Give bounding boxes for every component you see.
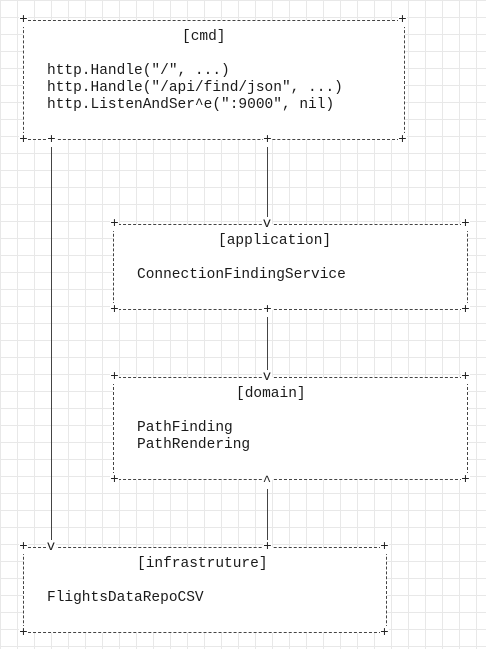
corner-marker: + [398, 12, 407, 28]
corner-marker: + [461, 472, 470, 488]
corner-marker: + [380, 625, 389, 641]
domain-box: [domain] PathFinding PathRendering [113, 377, 468, 480]
corner-marker: + [19, 625, 28, 641]
application-box: [application] ConnectionFindingService [113, 224, 468, 310]
corner-marker: + [263, 132, 272, 148]
domain-line-pathrendering: PathRendering [137, 437, 251, 453]
connector-application-to-domain [267, 310, 268, 377]
connector-cmd-to-application [267, 140, 268, 224]
corner-marker: + [19, 539, 28, 555]
arrow-up-icon: ^ [262, 474, 272, 490]
infrastructure-line-repo: FlightsDataRepoCSV [47, 590, 204, 606]
corner-marker: + [461, 302, 470, 318]
corner-marker: + [263, 302, 272, 318]
corner-marker: + [461, 216, 470, 232]
cmd-title: [cmd] [182, 29, 226, 45]
corner-marker: + [110, 302, 119, 318]
connector-infrastructure-to-domain [267, 480, 268, 546]
infrastructure-title: [infrastruture] [137, 556, 268, 572]
corner-marker: + [380, 539, 389, 555]
corner-marker: + [263, 539, 272, 555]
connector-cmd-to-infrastructure [51, 140, 52, 545]
cmd-line-handle-api: http.Handle("/api/find/json", ...) [47, 80, 343, 96]
infrastructure-box: [infrastruture] FlightsDataRepoCSV [23, 547, 387, 633]
corner-marker: + [110, 216, 119, 232]
domain-title: [domain] [236, 386, 306, 402]
arrow-down-icon: v [262, 216, 272, 232]
arrow-down-icon: v [262, 369, 272, 385]
arrow-down-icon: v [46, 539, 56, 555]
corner-marker: + [110, 472, 119, 488]
cmd-line-handle-root: http.Handle("/", ...) [47, 63, 230, 79]
application-title: [application] [218, 233, 332, 249]
application-line-service: ConnectionFindingService [137, 267, 346, 283]
domain-line-pathfinding: PathFinding [137, 420, 233, 436]
cmd-box: [cmd] http.Handle("/", ...) http.Handle(… [23, 20, 405, 140]
corner-marker: + [47, 132, 56, 148]
cmd-line-listen: http.ListenAndSer^e(":9000", nil) [47, 97, 335, 113]
corner-marker: + [19, 12, 28, 28]
corner-marker: + [110, 369, 119, 385]
corner-marker: + [398, 132, 407, 148]
corner-marker: + [19, 132, 28, 148]
corner-marker: + [461, 369, 470, 385]
